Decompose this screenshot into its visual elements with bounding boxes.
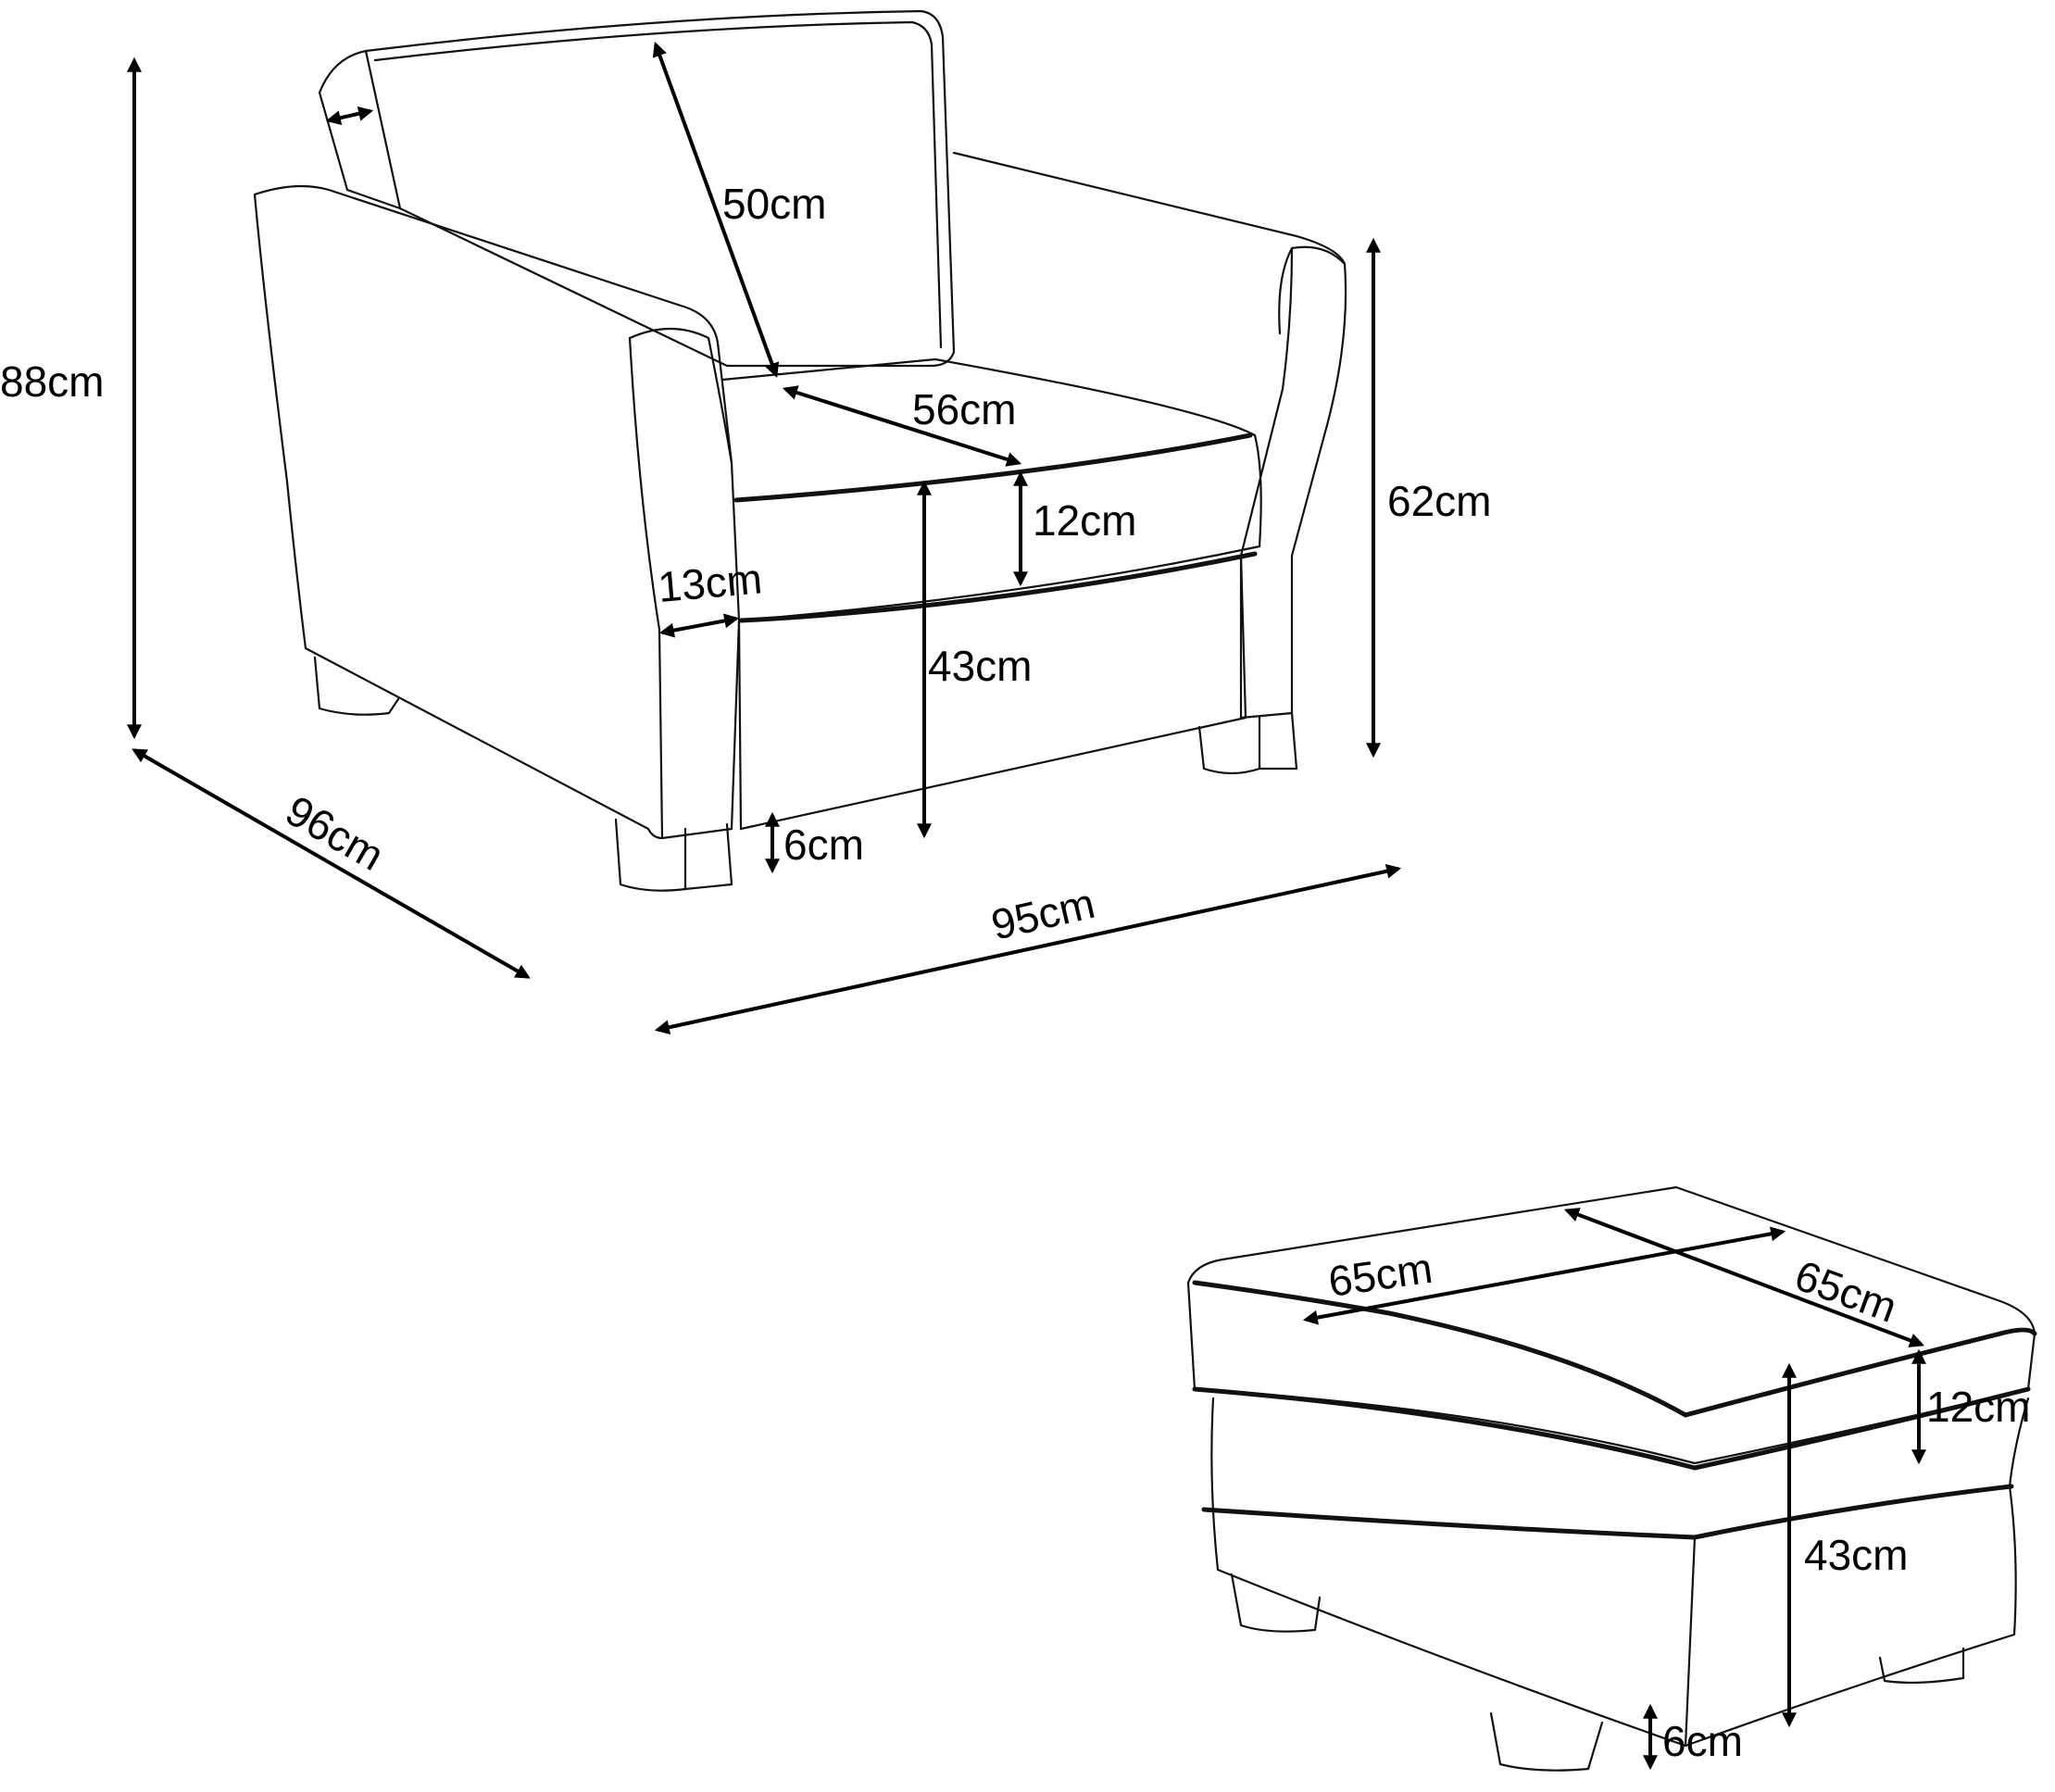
ottoman-leg-front [1489,1711,1604,1772]
seat-front [737,619,743,831]
label-ottoman-leg: 6cm [1662,1717,1743,1765]
ottoman-leg-right [1878,1647,1965,1685]
ottoman-base [1210,1397,2030,1748]
label-arm-width: 13cm [656,554,764,611]
left-arm [253,184,741,840]
ottoman-leg-left [1230,1573,1322,1633]
leg-front-left [614,818,687,892]
seat-cushion [721,357,1262,622]
label-leg-height: 6cm [783,821,864,869]
label-ottoman-depth: 65cm [1789,1251,1903,1332]
label-total-height: 88cm [0,357,104,406]
ottoman-cushion-top [1186,1185,2036,1335]
label-seat-depth: 56cm [912,385,1016,433]
armchair-drawing [253,9,1347,892]
label-seat-height: 43cm [928,642,1032,690]
dim-width-line [654,863,1402,1035]
ottoman-drawing [1186,1185,2037,1772]
label-ottoman-width: 65cm [1325,1244,1435,1306]
label-ottoman-height: 43cm [1804,1531,1908,1579]
dim-depth-line [132,748,531,979]
back-cushion [364,9,956,368]
leg-back-left [313,656,400,716]
dim-back-cushion-line [652,41,780,379]
label-ottoman-cushion: 12cm [1926,1383,2030,1431]
dim-ottoman-depth-line [1564,1208,1924,1347]
dim-arm-width-line [658,613,740,638]
right-arm [1239,245,1347,720]
back-frame-left [318,49,402,210]
label-arm-height: 62cm [1387,477,1491,525]
dim-back-thickness-line [325,106,374,126]
label-back-cushion-height: 50cm [722,180,826,228]
dim-seat-depth-line [782,385,1022,467]
label-seat-cushion-thickness: 12cm [1033,496,1136,545]
